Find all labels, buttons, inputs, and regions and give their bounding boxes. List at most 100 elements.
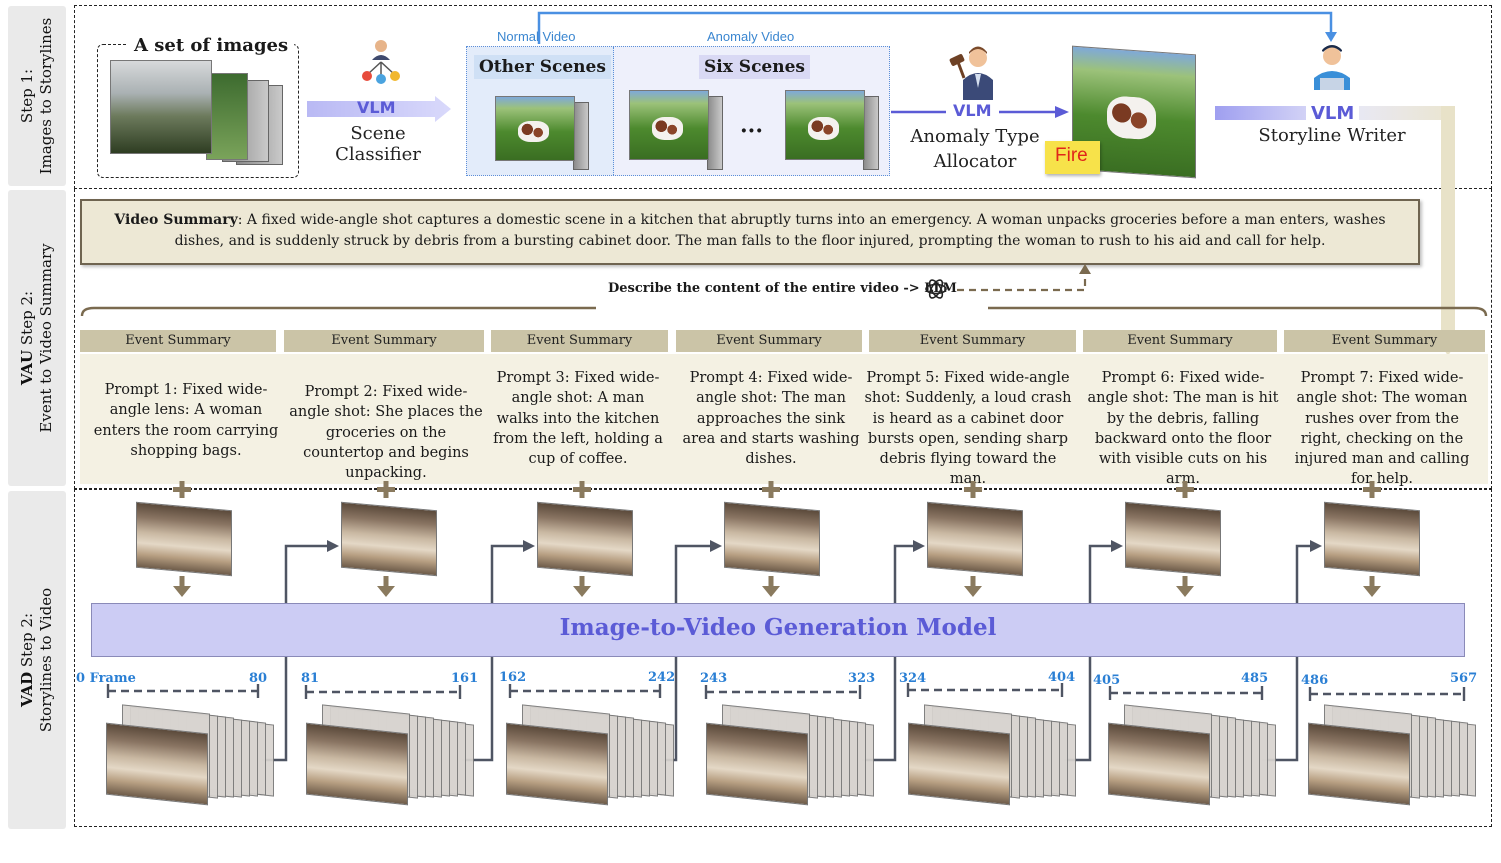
frame-stack-front <box>1308 722 1410 806</box>
plus-icon <box>383 481 389 498</box>
event-summary-header: Event Summary <box>80 330 276 352</box>
frame-stack-front <box>1108 722 1210 806</box>
event-prompt-3: Prompt 3: Fixed wide-angle shot: A man w… <box>493 370 663 468</box>
judge-icon <box>949 46 993 100</box>
down-arrow-icon <box>1369 576 1375 589</box>
event-prompt-6: Prompt 6: Fixed wide-angle shot: The man… <box>1087 370 1279 488</box>
frame-end-3: 242 <box>648 670 676 685</box>
fire-sticker <box>1045 141 1100 174</box>
frame-stack-front <box>106 722 208 806</box>
connector-arrowhead <box>710 540 722 552</box>
scene-classifier-label: Scene Classifier <box>335 123 421 165</box>
video-summary-box: Video Summary: A fixed wide-angle shot c… <box>80 199 1420 265</box>
other-scenes-label: Other Scenes <box>474 55 611 79</box>
plus-icon <box>1369 481 1375 498</box>
event-prompt-5: Prompt 5: Fixed wide-angle shot: Suddenl… <box>864 370 1072 488</box>
plus-icon <box>970 481 976 498</box>
frame-start-6: 405 <box>1093 673 1121 688</box>
frame-end-1: 80 <box>249 671 268 686</box>
down-arrow-icon <box>377 586 395 597</box>
event-prompt-2: Prompt 2: Fixed wide-angle shot: She pla… <box>289 384 483 482</box>
side-label-step1: Step 1:Images to Storylines <box>8 6 66 186</box>
connector-arrowhead <box>1310 540 1322 552</box>
keyframe-thumbnail <box>537 501 633 577</box>
event-prompt-7: Prompt 7: Fixed wide-angle shot: The wom… <box>1294 370 1470 488</box>
anomaly-video-label: Anomaly Video <box>707 29 795 44</box>
normal-to-writer-connector <box>537 11 1337 44</box>
event-summary-header: Event Summary <box>869 330 1076 352</box>
plus-icon <box>579 481 585 498</box>
llm-prompt-text: Describe the content of the entire video… <box>608 281 957 296</box>
frame-stack-front <box>908 722 1010 806</box>
event-prompt-1: Prompt 1: Fixed wide-angle lens: A woman… <box>93 382 279 459</box>
normal-video-label: Normal Video <box>497 29 576 44</box>
down-arrow-icon <box>762 586 780 597</box>
video-summary-label: Video Summary <box>114 212 238 228</box>
connector-arrowhead <box>523 540 535 552</box>
keyframe-thumbnail <box>1125 501 1221 577</box>
event-summary-header: Event Summary <box>284 330 484 352</box>
frame-start-3: 162 <box>499 670 527 685</box>
image-set-photo-front <box>110 60 212 154</box>
keyframe-thumbnail <box>136 501 232 577</box>
image-set-title: A set of images <box>128 35 295 56</box>
down-arrow-icon <box>573 586 591 597</box>
event-prompt-4: Prompt 4: Fixed wide-angle shot: The man… <box>682 370 860 468</box>
frame-end-5: 404 <box>1048 670 1076 685</box>
keyframe-thumbnail <box>927 501 1023 577</box>
side-label-step3: VAD Step 2:Storylines to Video <box>8 491 66 829</box>
keyframe-thumbnail <box>724 501 820 577</box>
frame-start-1: 0 Frame <box>76 671 136 686</box>
frame-end-7: 567 <box>1450 671 1478 686</box>
allocator-label-1: Anomaly Type <box>910 126 1040 147</box>
section-step1-border <box>74 5 1492 189</box>
event-summary-header: Event Summary <box>1284 330 1485 352</box>
connector-arrowhead <box>327 540 339 552</box>
connector-arrowhead <box>913 540 925 552</box>
allocator-label-2: Allocator <box>933 151 1017 172</box>
down-arrow-icon <box>964 586 982 597</box>
plus-icon <box>768 481 774 498</box>
frame-end-2: 161 <box>451 671 479 686</box>
event-brace <box>80 306 1488 317</box>
down-arrow-icon <box>970 576 976 589</box>
normal-scene-cow-image <box>495 96 575 161</box>
frame-stack-front <box>706 722 808 806</box>
frame-start-7: 486 <box>1301 673 1329 688</box>
down-arrow-icon <box>1363 586 1381 597</box>
openai-icon <box>925 279 947 299</box>
generation-model-title: Image-to-Video Generation Model <box>559 614 997 641</box>
vlm-label-1: VLM <box>357 98 396 117</box>
connector-arrowhead <box>1111 540 1123 552</box>
video-summary-text: : A fixed wide-angle shot captures a dom… <box>174 212 1386 249</box>
event-panel <box>80 354 1488 484</box>
frame-end-4: 323 <box>848 671 876 686</box>
six-scenes-label: Six Scenes <box>699 55 810 79</box>
vlm-label-3: VLM <box>1306 103 1360 124</box>
down-arrow-icon <box>173 586 191 597</box>
keyframe-thumbnail <box>1324 501 1420 577</box>
down-arrow-icon <box>383 576 389 589</box>
keyframe-thumbnail <box>341 501 437 577</box>
frame-end-6: 485 <box>1241 671 1269 686</box>
frame-stack-front <box>306 722 408 806</box>
user-network-icon <box>362 40 400 84</box>
writer-icon <box>1314 45 1350 90</box>
down-arrow-icon <box>579 576 585 589</box>
arrow-vlm1 <box>307 96 451 122</box>
section-step2-border <box>74 189 1492 489</box>
fire-label: Fire <box>1055 145 1088 166</box>
llm-to-summary-arrow <box>957 264 1091 292</box>
event-summary-header: Event Summary <box>1083 330 1277 352</box>
down-arrow-icon <box>1182 576 1188 589</box>
plus-icon <box>179 481 185 498</box>
section-step3-border <box>74 489 1492 827</box>
frame-start-5: 324 <box>899 671 927 686</box>
event-summary-header: Event Summary <box>491 330 668 352</box>
anomaly-scene-cow-image <box>785 90 865 160</box>
event-summary-header: Event Summary <box>676 330 862 352</box>
plus-icon <box>1182 481 1188 498</box>
frame-start-4: 243 <box>700 671 728 686</box>
frame-stack-front <box>506 722 608 806</box>
down-arrow-icon <box>768 576 774 589</box>
